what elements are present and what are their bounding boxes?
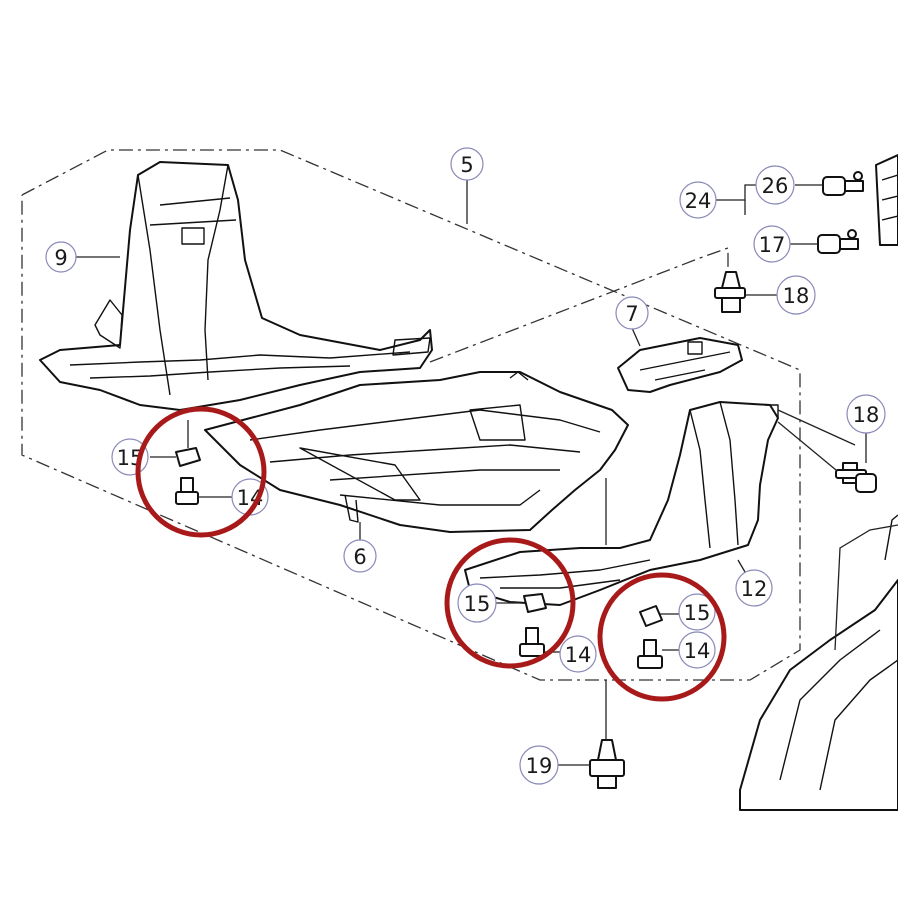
callout-19: 19 [519,745,559,785]
center-fasteners [519,593,547,657]
callout-14-right: 14 [678,631,716,669]
svg-text:7: 7 [625,302,638,326]
clip-19 [589,739,625,789]
svg-text:12: 12 [741,577,768,601]
highlight-center-fastener-group [444,537,576,669]
callout-15-right: 15 [678,593,716,631]
clip-18-top [714,271,746,313]
clip-26 [822,171,864,196]
svg-text:24: 24 [685,189,712,213]
callout-7: 7 [615,296,649,330]
assembly-boundary [21,149,801,681]
part-12-right-splash-shield [464,401,779,606]
svg-text:6: 6 [353,545,366,569]
svg-text:19: 19 [526,754,553,778]
svg-text:18: 18 [853,403,880,427]
part-6-center-undercover [204,371,629,533]
callout-18-right: 18 [846,394,886,434]
svg-text:9: 9 [54,246,67,270]
right-fasteners [637,605,663,669]
part-7-bracket [617,337,743,393]
highlight-left-fastener-group [135,406,267,538]
clip-18-right [835,462,877,493]
callout-24: 24 [679,181,717,219]
clip-17 [817,229,859,254]
svg-text:15: 15 [684,601,711,625]
callout-12: 12 [735,569,773,607]
callout-17: 17 [753,225,791,263]
svg-text:15: 15 [464,592,491,616]
callout-5: 5 [450,147,484,181]
side-clip-strip [875,154,898,246]
callout-14-left: 14 [231,478,269,516]
adjacent-assembly [739,514,898,811]
left-fasteners [175,420,201,505]
highlight-right-fastener-group [597,572,727,702]
callout-18-top: 18 [776,275,816,315]
svg-text:17: 17 [759,233,786,257]
svg-text:18: 18 [783,284,810,308]
callout-9: 9 [45,241,77,273]
svg-text:5: 5 [460,153,473,177]
leader-lines [76,180,867,766]
svg-text:26: 26 [762,174,789,198]
callout-14-center: 14 [559,635,597,673]
part-9-left-splash-shield [39,161,433,411]
callout-26: 26 [755,165,795,205]
svg-text:14: 14 [684,639,711,663]
callout-15-center: 15 [457,583,497,623]
callout-6: 6 [343,539,377,573]
svg-text:14: 14 [565,643,592,667]
